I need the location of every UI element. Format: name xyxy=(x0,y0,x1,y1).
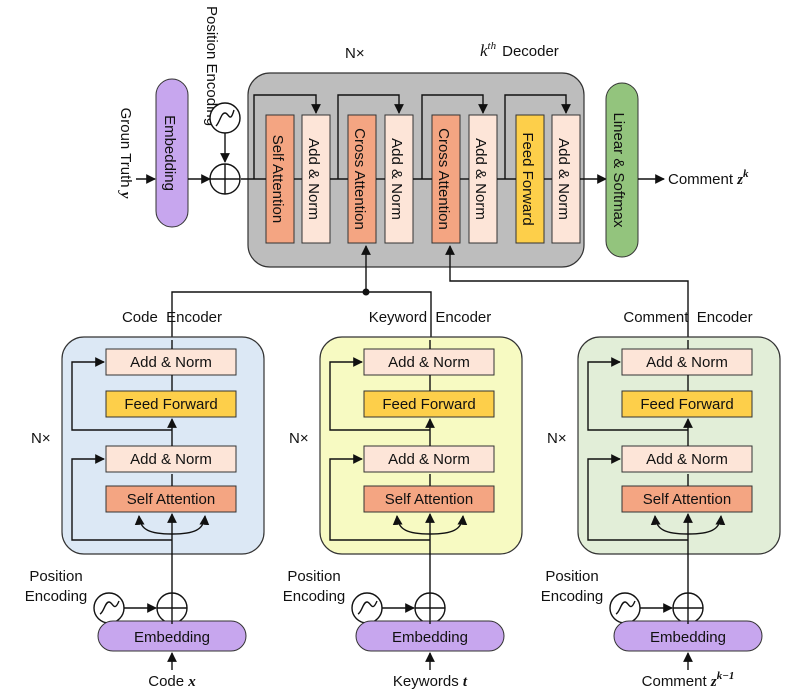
code-encoder-attn-curve-left xyxy=(134,515,173,535)
keyword-encoder-residual-bottom xyxy=(329,454,430,541)
keyword-encoder-embedding-label: Embedding xyxy=(392,629,468,646)
comment-encoder-self-attention-label: Self Attention xyxy=(643,491,731,508)
decoder-cross-attention-block-1 xyxy=(347,114,377,244)
keyword-encoder-add-norm-top-block xyxy=(363,348,495,376)
comment-encoder-position-wave-icon xyxy=(609,592,641,624)
code-encoder-self-attention-label: Self Attention xyxy=(127,491,215,508)
code-encoder-position-label-2: Encoding xyxy=(25,588,88,605)
comment-encoder-add-norm-bottom-block xyxy=(621,445,753,473)
decoder-embedding-block xyxy=(155,78,189,228)
decoder-self-attention-block xyxy=(265,114,295,244)
comment-encoder-position-wave-curve xyxy=(615,600,636,615)
keyword-encoder-attn-curve-left xyxy=(392,515,431,535)
code-encoder-residual-top xyxy=(71,357,172,431)
code-encoder-self-attention-block xyxy=(105,485,237,513)
code-encoder-position-wave-curve xyxy=(99,600,120,615)
code-encoder-add-norm-bottom-label: Add & Norm xyxy=(130,451,212,468)
keyword-encoder-position-label-1: Position xyxy=(287,568,340,585)
code-encoder-add-norm-bottom-block xyxy=(105,445,237,473)
encoder-decoder-connections xyxy=(171,245,689,340)
decoder-repeat-label: N× xyxy=(345,45,365,62)
decoder-add-norm-block-2 xyxy=(384,114,414,244)
keyword-encoder-input-label: Keywords t xyxy=(393,673,468,690)
comment-encoder-attn-curve-left xyxy=(650,515,689,535)
code-encoder-feed-forward-block xyxy=(105,390,237,418)
keyword-encoder-position-wave-curve xyxy=(357,600,378,615)
comment-encoder-feed-forward-label: Feed Forward xyxy=(640,396,733,413)
keyword-encoder-position-wave-icon xyxy=(351,592,383,624)
code-encoder-add-norm-top-block xyxy=(105,348,237,376)
decoder-position-wave-icon xyxy=(209,102,241,134)
comment-encoder-input-label: Comment zk−1 xyxy=(642,670,735,690)
comment-encoder-title: Comment Encoder xyxy=(623,309,752,326)
comment-encoder-position-label-1: Position xyxy=(545,568,598,585)
decoder-cross-attention-block-2 xyxy=(431,114,461,244)
keyword-encoder-attn-curve-right xyxy=(429,515,468,535)
decoder-feed-forward-label: Feed Forward xyxy=(519,132,536,225)
decoder-position-label: Position Encoding xyxy=(203,6,220,126)
comment-encoder-feed-forward-block xyxy=(621,390,753,418)
keyword-encoder-title: Keyword Encoder xyxy=(369,309,492,326)
decoder-output-label: Comment zk xyxy=(668,168,749,188)
code-encoder-position-label-1: Position xyxy=(29,568,82,585)
decoder-input-label: Groun Truth y xyxy=(117,108,134,199)
keyword-encoder-feed-forward-label: Feed Forward xyxy=(382,396,475,413)
decoder-add-norm-block-3 xyxy=(468,114,498,244)
decoder-add-norm-label-1: Add & Norm xyxy=(305,138,322,220)
keyword-encoder-self-attention-block xyxy=(363,485,495,513)
comment-encoder-add-norm-top-block xyxy=(621,348,753,376)
comment-encoder-repeat-label: N× xyxy=(547,430,567,447)
decoder-add-norm-block-1 xyxy=(301,114,331,244)
code-encoder-repeat-label: N× xyxy=(31,430,51,447)
code-encoder-input-label: Code x xyxy=(148,673,196,690)
comment-encoder-residual-top xyxy=(587,357,688,431)
decoder-add-norm-label-4: Add & Norm xyxy=(555,138,572,220)
code-encoder-position-wave-icon xyxy=(93,592,125,624)
decoder-self-attention-label: Self Attention xyxy=(269,135,286,223)
decoder-add-norm-label-2: Add & Norm xyxy=(388,138,405,220)
decoder-cross-attention-label-1: Cross Attention xyxy=(351,128,368,230)
keyword-encoder-self-attention-label: Self Attention xyxy=(385,491,473,508)
decoder-linear-softmax-label: Linear & Softmax xyxy=(610,112,627,228)
code-encoder-feed-forward-label: Feed Forward xyxy=(124,396,217,413)
decoder-container xyxy=(247,72,585,268)
decoder-linear-softmax-block xyxy=(605,82,639,258)
comment-encoder-residual-bottom xyxy=(587,454,688,541)
decoder-embedding-label: Embedding xyxy=(161,115,178,191)
code-encoder-add-norm-top-label: Add & Norm xyxy=(130,354,212,371)
code-encoder-attn-curve-right xyxy=(171,515,210,535)
keyword-encoder-residual-top xyxy=(329,357,430,431)
decoder-position-wave-curve xyxy=(215,109,235,127)
decoder-add-norm-label-3: Add & Norm xyxy=(472,138,489,220)
keyword-encoder-add-norm-bottom-label: Add & Norm xyxy=(388,451,470,468)
comment-encoder-self-attention-block xyxy=(621,485,753,513)
decoder-flow-lines xyxy=(241,94,607,184)
comment-encoder-attn-curve-right xyxy=(687,515,726,535)
comment-encoder-add-norm-bottom-label: Add & Norm xyxy=(646,451,728,468)
comment-encoder-position-label-2: Encoding xyxy=(541,588,604,605)
decoder-cross-attention-label-2: Cross Attention xyxy=(435,128,452,230)
keyword-encoder-add-norm-top-label: Add & Norm xyxy=(388,354,470,371)
keyword-encoder-repeat-label: N× xyxy=(289,430,309,447)
keyword-encoder-position-label-2: Encoding xyxy=(283,588,346,605)
comment-encoder-embedding-label: Embedding xyxy=(650,629,726,646)
code-encoder-residual-bottom xyxy=(71,454,172,541)
keyword-encoder-add-norm-bottom-block xyxy=(363,445,495,473)
keyword-encoder-feed-forward-block xyxy=(363,390,495,418)
comment-encoder-add-norm-top-label: Add & Norm xyxy=(646,354,728,371)
code-encoder-title: Code Encoder xyxy=(122,309,222,326)
code-encoder-embedding-label: Embedding xyxy=(134,629,210,646)
